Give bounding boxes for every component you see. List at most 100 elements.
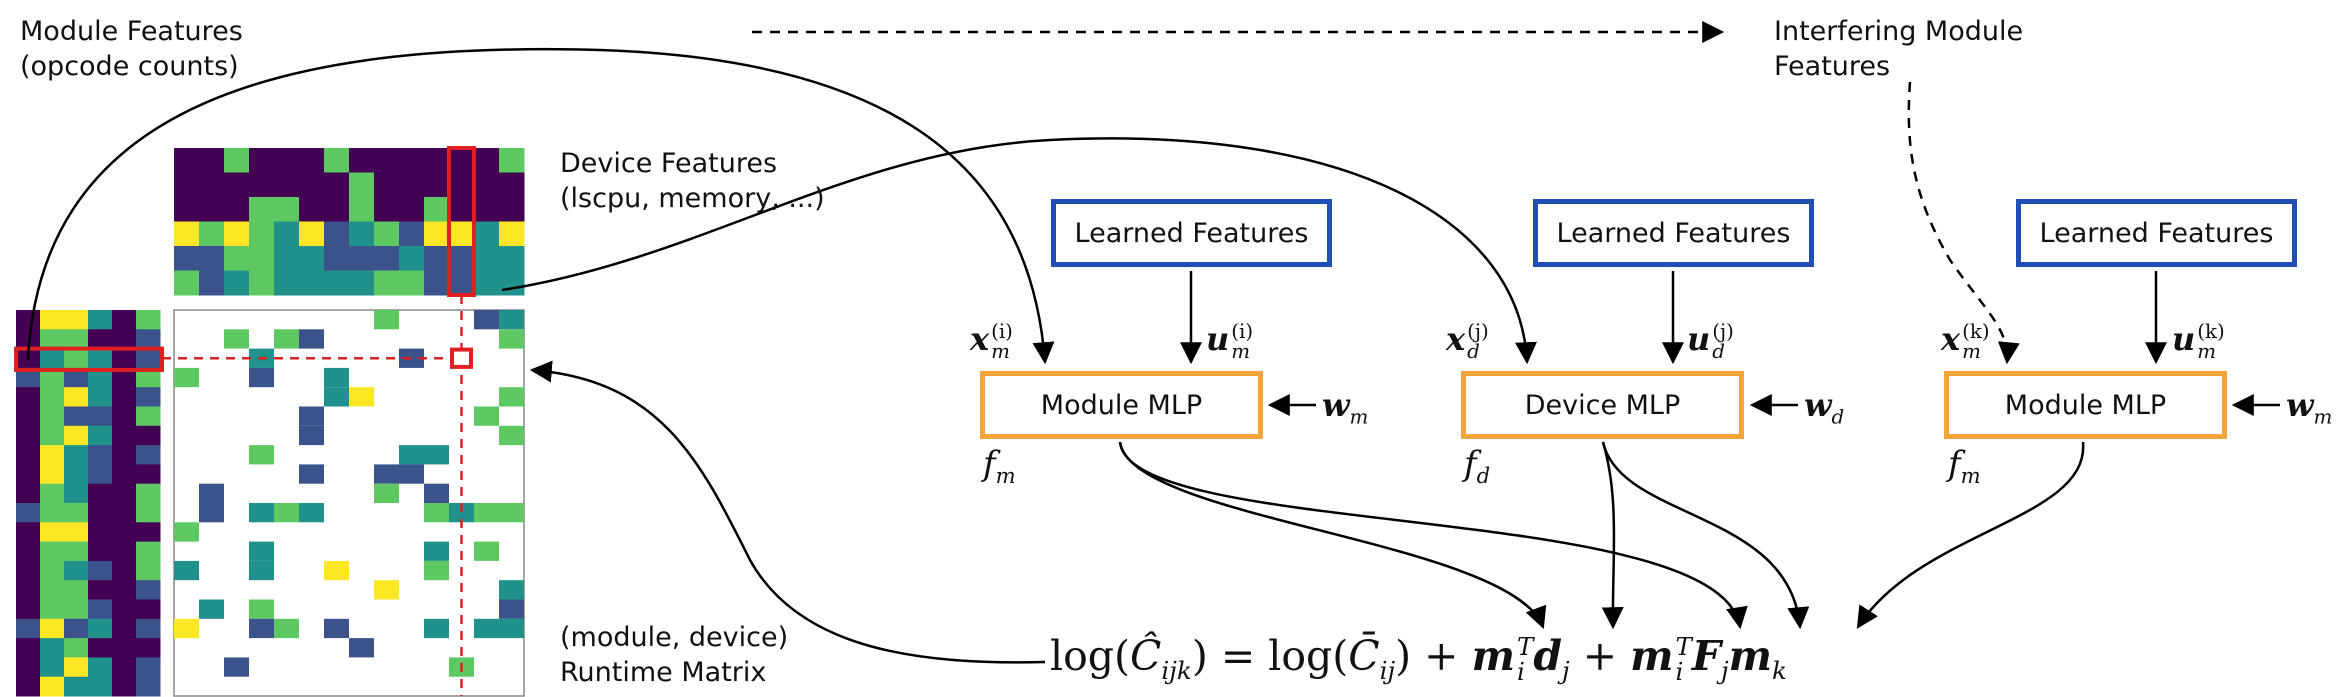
module-features-line2: (opcode counts) — [20, 51, 239, 82]
module-heatmap-cell — [16, 406, 41, 427]
device-heatmap-cell — [299, 221, 325, 247]
interfering-features-line2: Features — [1774, 51, 1891, 82]
module-heatmap-cell — [64, 599, 89, 620]
runtime-matrix-cell — [499, 329, 524, 349]
module-heatmap-cell — [40, 348, 65, 369]
device-heatmap-cell — [399, 148, 425, 173]
runtime-matrix-cell — [274, 329, 299, 349]
runtime-matrix-cell — [224, 657, 249, 677]
module-heatmap-cell — [40, 445, 65, 465]
module-heatmap-cell — [40, 367, 65, 388]
module-heatmap-cell — [136, 580, 161, 600]
module-heatmap-cell — [64, 638, 89, 658]
module-heatmap-cell — [40, 580, 65, 600]
runtime-matrix-cell — [199, 599, 224, 619]
u-m-i-symbol: u(i)m — [1206, 319, 1254, 363]
device-heatmap-cell — [374, 270, 400, 296]
device-heatmap-cell — [474, 148, 500, 173]
module-heatmap-cell — [64, 329, 89, 350]
f-d-symbol: fd — [1464, 444, 1491, 488]
eq-f-j-sub: j — [1721, 656, 1729, 686]
module-heatmap-cell — [16, 329, 41, 350]
runtime-matrix-cell — [249, 541, 274, 561]
f-m-symbol-2: fm — [1948, 444, 1981, 488]
runtime-matrix-cell — [249, 599, 274, 619]
module-heatmap-cell — [64, 676, 89, 697]
runtime-matrix-cell — [174, 367, 199, 388]
module-heatmap-cell — [88, 503, 113, 523]
module-heatmap-cell — [112, 387, 137, 407]
module-heatmap-cell — [40, 387, 65, 407]
module-heatmap-cell — [64, 503, 89, 523]
module-heatmap-cell — [88, 522, 113, 543]
module-heatmap-cell — [64, 367, 89, 388]
device-heatmap-cell — [249, 197, 275, 222]
eq-f-j: F — [1691, 632, 1722, 680]
runtime-matrix-cell — [499, 599, 524, 619]
runtime-matrix-cell — [174, 618, 199, 639]
device-heatmap-cell — [224, 172, 250, 198]
module-heatmap-cell — [64, 406, 89, 427]
runtime-matrix-cell — [249, 618, 274, 639]
device-heatmap-cell — [349, 148, 375, 173]
runtime-matrix-cell — [199, 503, 224, 523]
runtime-matrix-cell — [424, 541, 449, 561]
runtime-matrix-cell — [499, 503, 524, 523]
module-heatmap-cell — [112, 425, 137, 446]
module-mlp2-to-mk-arrow — [1856, 441, 2085, 629]
runtime-matrix-cell — [274, 503, 299, 523]
module-heatmap-cell — [16, 445, 41, 465]
module-heatmap-cell — [16, 387, 41, 407]
device-heatmap-cell — [249, 270, 275, 296]
module-heatmap-cell — [64, 425, 89, 446]
module-heatmap-cell — [16, 580, 41, 600]
runtime-matrix-heatmap — [173, 309, 525, 697]
module-heatmap-cell — [16, 425, 41, 446]
device-heatmap-cell — [349, 270, 375, 296]
device-heatmap-cell — [349, 246, 375, 271]
runtime-matrix-cell — [374, 310, 399, 330]
module-heatmap-cell — [136, 367, 161, 388]
module-heatmap-cell — [16, 522, 41, 543]
runtime-matrix-cell — [424, 618, 449, 639]
learned-features-box-2: Learned Features — [1533, 199, 1814, 267]
device-heatmap-cell — [424, 221, 450, 247]
heatmaps — [16, 148, 525, 697]
module-heatmap-cell — [40, 618, 65, 639]
runtime-matrix-cell — [299, 425, 324, 446]
runtime-matrix-cell — [249, 445, 274, 465]
module-heatmap-cell — [16, 503, 41, 523]
module-heatmap-cell — [64, 580, 89, 600]
runtime-matrix-cell — [299, 329, 324, 349]
module-features-label: Module Features (opcode counts) — [20, 14, 243, 84]
module-heatmap-cell — [64, 560, 89, 581]
runtime-matrix-cell — [474, 541, 499, 561]
module-heatmap-cell — [40, 464, 65, 485]
device-heatmap-cell — [224, 270, 250, 296]
module-heatmap-cell — [64, 464, 89, 485]
module-heatmap-cell — [136, 445, 161, 465]
module-heatmap-cell — [16, 310, 41, 330]
module-heatmap-cell — [136, 560, 161, 581]
module-heatmap-cell — [88, 657, 113, 678]
module-heatmap-cell — [40, 638, 65, 658]
device-heatmap-cell — [374, 172, 400, 198]
module-heatmap-cell — [88, 464, 113, 485]
device-heatmap-cell — [174, 172, 200, 198]
module-heatmap-cell — [40, 541, 65, 562]
f-m-symbol-1: fm — [983, 444, 1016, 488]
module-heatmap-cell — [88, 348, 113, 369]
device-heatmap-cell — [274, 197, 300, 222]
device-mlp-to-fj-arrow — [1601, 441, 1810, 630]
module-heatmap-cell — [112, 348, 137, 369]
module-heatmap-cell — [64, 522, 89, 543]
runtime-matrix-cell — [274, 618, 299, 639]
device-heatmap-cell — [474, 246, 500, 271]
device-heatmap-cell — [374, 197, 400, 222]
module-heatmap-cell — [40, 560, 65, 581]
device-heatmap-cell — [349, 172, 375, 198]
module-heatmap-cell — [40, 483, 65, 504]
device-heatmap-cell — [324, 270, 350, 296]
module-heatmap-cell — [136, 406, 161, 427]
module-heatmap-cell — [88, 329, 113, 350]
